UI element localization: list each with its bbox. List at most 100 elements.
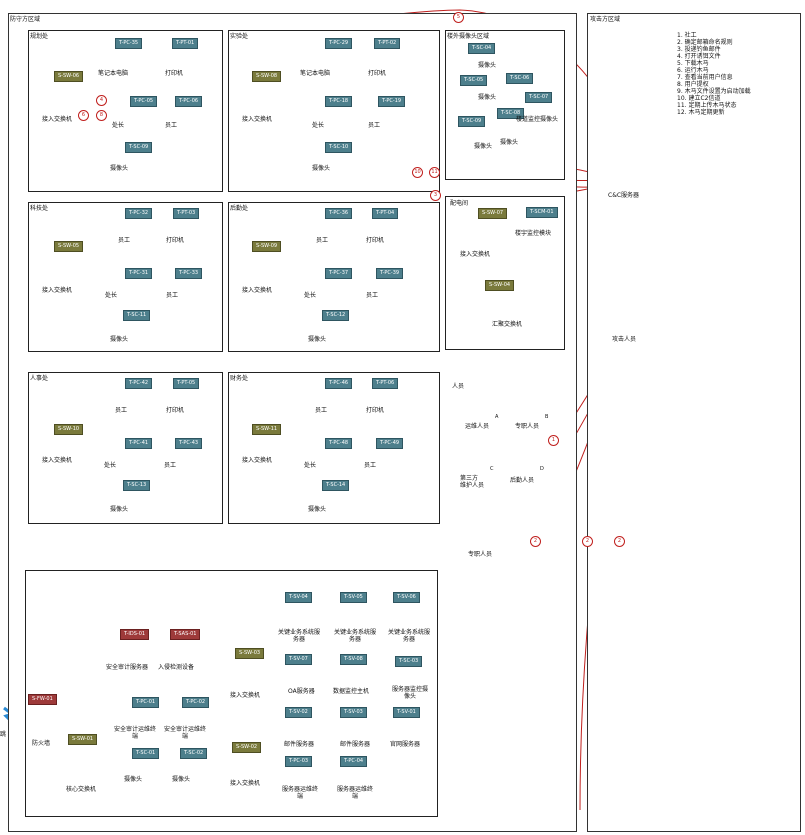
device-label: 员工: [315, 407, 328, 414]
device-label: 接入交换机: [42, 116, 73, 123]
device-tag: T-PC-05: [130, 96, 158, 107]
device-label: 楼道监控摄像头: [516, 116, 559, 123]
device-label: 摄像头: [478, 94, 497, 101]
device-label: 安全审计运维终端: [113, 726, 156, 740]
device-tag: T-SC-12: [322, 310, 350, 321]
distribution-title: 配电间: [450, 200, 469, 207]
device-label: 服务器运维终端: [336, 786, 373, 800]
device-tag: T-SC-09: [125, 142, 153, 153]
device-tag: T-SC-10: [325, 142, 353, 153]
device-tag: T-SV-03: [340, 707, 367, 718]
switch-tag: S-SW-05: [54, 241, 84, 252]
device-label: 员工: [118, 237, 131, 244]
device-tag: T-PC-36: [325, 208, 353, 219]
device-label: 官网服务器: [390, 741, 421, 748]
device-label: 接入交换机: [242, 287, 273, 294]
device-label: 打印机: [166, 407, 185, 414]
device-label: 入侵检测设备: [158, 664, 195, 671]
device-label: 服务器监控摄像头: [392, 686, 429, 700]
device-label: 员工: [368, 122, 381, 129]
device-tag: T-SV-04: [285, 592, 312, 603]
device-label: 摄像头: [110, 506, 129, 513]
device-label: 关键业务系统服务器: [277, 629, 320, 643]
logistics-zone: [228, 202, 440, 352]
planning-title: 规划处: [30, 33, 49, 40]
device-tag: T-SV-08: [340, 654, 367, 665]
internet-label: 互联网: [616, 585, 632, 591]
device-tag: T-PC-01: [132, 697, 160, 708]
attack-step: 2. 确定邮箱命名规则: [677, 39, 733, 46]
device-tag: T-PC-42: [125, 378, 153, 389]
group-letter: D: [540, 466, 544, 472]
defense-zone: [8, 13, 577, 832]
device-label: 员工: [366, 292, 379, 299]
step-marker: 11: [429, 167, 440, 178]
device-label: 楼宇监控模块: [515, 230, 552, 237]
device-label: 处长: [112, 122, 125, 129]
device-label: 打印机: [366, 237, 385, 244]
step-marker: 1: [548, 435, 559, 446]
device-tag: T-SC-05: [460, 75, 488, 86]
group-name: 运维人员: [465, 423, 490, 430]
device-tag: T-PT-01: [172, 38, 199, 49]
device-label: 数据监控主机: [333, 688, 370, 695]
device-label: 摄像头: [124, 776, 143, 783]
switch-tag: S-SW-06: [54, 71, 84, 82]
device-label: 接入交换机: [230, 692, 261, 699]
device-tag: T-SV-02: [285, 707, 312, 718]
device-label: 服务器运维终端: [281, 786, 318, 800]
device-label: 摄像头: [308, 336, 327, 343]
device-label: 安全审计服务器: [106, 664, 149, 671]
finance-title: 财务处: [230, 375, 249, 382]
device-tag: T-PC-19: [378, 96, 406, 107]
switch-tag: S-SW-09: [252, 241, 282, 252]
distribution-zone: [445, 196, 565, 350]
device-tag: T-SC-08: [497, 108, 525, 119]
device-tag: T-SC-01: [132, 748, 160, 759]
switch-tag: S-SW-02: [232, 742, 262, 753]
device-label: 员工: [364, 462, 377, 469]
device-label: 处长: [304, 292, 317, 299]
switch-tag: S-SW-11: [252, 424, 282, 435]
step-marker: 4: [96, 95, 107, 106]
device-label: OA服务器: [288, 688, 315, 695]
step-marker: 10: [412, 167, 423, 178]
device-tag: T-IDS-01: [120, 629, 150, 640]
attack-steps-list: 1. 社工 2. 确定邮箱命名规则 3. 投递钓鱼邮件 4. 打开诱饵文件 5.…: [677, 32, 751, 116]
device-tag: T-PC-18: [325, 96, 353, 107]
attack-step: 1. 社工: [677, 32, 697, 39]
device-tag: T-PT-03: [173, 208, 200, 219]
device-label: 邮件服务器: [340, 741, 371, 748]
device-tag: T-PC-48: [325, 438, 353, 449]
device-label: 打印机: [366, 407, 385, 414]
firewall-tag: S-FW-01: [28, 694, 57, 705]
step-marker: 5: [453, 12, 464, 23]
device-tag: T-PC-43: [175, 438, 203, 449]
switch-tag: S-SW-04: [485, 280, 515, 291]
device-tag: T-SC-02: [180, 748, 208, 759]
device-label: 打印机: [368, 70, 387, 77]
device-label: 打印机: [166, 237, 185, 244]
device-label: 关键业务系统服务器: [387, 629, 430, 643]
planning-zone: [28, 30, 223, 192]
device-label: 处长: [105, 292, 118, 299]
device-tag: T-PC-33: [175, 268, 203, 279]
device-label: 员工: [165, 122, 178, 129]
step-marker: 2: [530, 536, 541, 547]
device-tag: T-PC-06: [175, 96, 203, 107]
device-tag: T-SC-04: [468, 43, 496, 54]
step-marker: 2: [614, 536, 625, 547]
attack-step: 12. 木马定期更新: [677, 109, 725, 116]
group-name: 第三方 维护人员: [460, 475, 485, 489]
device-tag: T-PC-35: [115, 38, 143, 49]
device-tag: T-PC-04: [340, 756, 368, 767]
device-label: 摄像头: [478, 62, 497, 69]
step-marker: 6: [78, 110, 89, 121]
device-label: 摄像头: [172, 776, 191, 783]
switch-tag: S-SW-10: [54, 424, 84, 435]
attack-step: 7. 查看当前用户信息: [677, 74, 733, 81]
device-label: 打印机: [165, 70, 184, 77]
group-letter: B: [545, 414, 549, 420]
device-label: 摄像头: [308, 506, 327, 513]
device-tag: T-SV-07: [285, 654, 312, 665]
